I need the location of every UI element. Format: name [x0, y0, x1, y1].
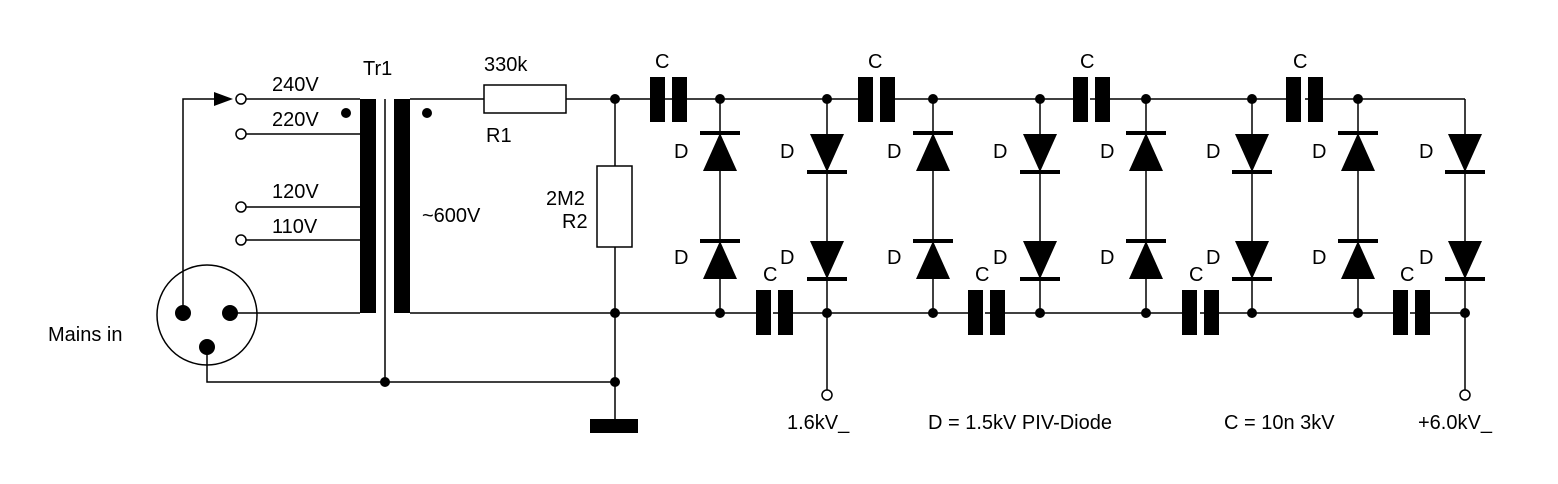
capacitor-c1	[650, 77, 687, 122]
capacitor-c8-label: C	[1400, 264, 1414, 286]
r1-name-label: R1	[486, 125, 512, 147]
diode-8b	[1443, 239, 1487, 281]
diode-1a-label: D	[674, 141, 688, 163]
diode-6a-label: D	[1206, 141, 1220, 163]
diode-6b-label: D	[1206, 247, 1220, 269]
diode-4b	[1018, 239, 1062, 281]
diode-5b-label: D	[1100, 247, 1114, 269]
capacitor-c3-label: C	[868, 51, 882, 73]
output-low-label: 1.6kV_	[787, 412, 850, 434]
diode-8a-label: D	[1419, 141, 1433, 163]
diode-7a	[1336, 131, 1380, 173]
diode-note: D = 1.5kV PIV-Diode	[928, 412, 1112, 434]
r1-value-label: 330k	[484, 54, 528, 76]
capacitor-c2	[756, 290, 793, 335]
capacitor-c7-label: C	[1293, 51, 1307, 73]
transformer	[341, 99, 432, 387]
diode-7a-label: D	[1312, 141, 1326, 163]
mains-wiring	[182, 98, 615, 383]
diode-2b-label: D	[780, 247, 794, 269]
diode-4b-label: D	[993, 247, 1007, 269]
transformer-label: Tr1	[363, 58, 392, 80]
capacitor-c5	[1073, 77, 1110, 122]
capacitor-c4	[968, 290, 1005, 335]
primary-rails	[410, 98, 758, 421]
ground-symbol	[590, 419, 638, 433]
tap-120-label: 120V	[272, 181, 319, 203]
diode-6b	[1230, 239, 1274, 281]
diode-1a	[698, 131, 742, 173]
diode-8a	[1443, 132, 1487, 174]
voltage-selector	[214, 92, 247, 246]
output-terminal-high	[1459, 389, 1471, 401]
output-high-label: +6.0kV_	[1418, 412, 1493, 434]
diode-3a-label: D	[887, 141, 901, 163]
tap-240-label: 240V	[272, 74, 319, 96]
resistor-r2	[596, 165, 633, 248]
secondary-voltage-label: ~600V	[422, 205, 481, 227]
capacitor-c2-label: C	[763, 264, 777, 286]
diode-5b	[1124, 239, 1168, 281]
diode-3b	[911, 239, 955, 281]
capacitor-c3	[858, 77, 895, 122]
diode-1b-label: D	[674, 247, 688, 269]
capacitor-c1-label: C	[655, 51, 669, 73]
resistor-r1	[483, 84, 567, 114]
junction-dots	[610, 94, 620, 387]
mains-in-label: Mains in	[48, 324, 122, 346]
r2-value-label: 2M2	[546, 188, 585, 210]
diode-2a-label: D	[780, 141, 794, 163]
capacitor-c4-label: C	[975, 264, 989, 286]
diode-8b-label: D	[1419, 247, 1433, 269]
multiplier-junction-dots	[715, 94, 1470, 318]
diode-3b-label: D	[887, 247, 901, 269]
diode-5a-label: D	[1100, 141, 1114, 163]
diode-3a	[911, 131, 955, 173]
diode-5a	[1124, 131, 1168, 173]
capacitor-c7	[1286, 77, 1323, 122]
tap-110-label: 110V	[272, 216, 318, 238]
capacitor-c8	[1393, 290, 1430, 335]
capacitor-note: C = 10n 3kV	[1224, 412, 1335, 434]
tap-220-label: 220V	[272, 109, 319, 131]
output-terminal-low	[821, 389, 833, 401]
r2-name-label: R2	[562, 211, 588, 233]
diode-2b	[805, 239, 849, 281]
diode-2a	[805, 132, 849, 174]
diode-7b-label: D	[1312, 247, 1326, 269]
capacitor-c5-label: C	[1080, 51, 1094, 73]
diode-6a	[1230, 132, 1274, 174]
diode-4a-label: D	[993, 141, 1007, 163]
capacitor-c6-label: C	[1189, 264, 1203, 286]
capacitor-c6	[1182, 290, 1219, 335]
diode-4a	[1018, 132, 1062, 174]
diode-1b	[698, 239, 742, 281]
diode-7b	[1336, 239, 1380, 281]
